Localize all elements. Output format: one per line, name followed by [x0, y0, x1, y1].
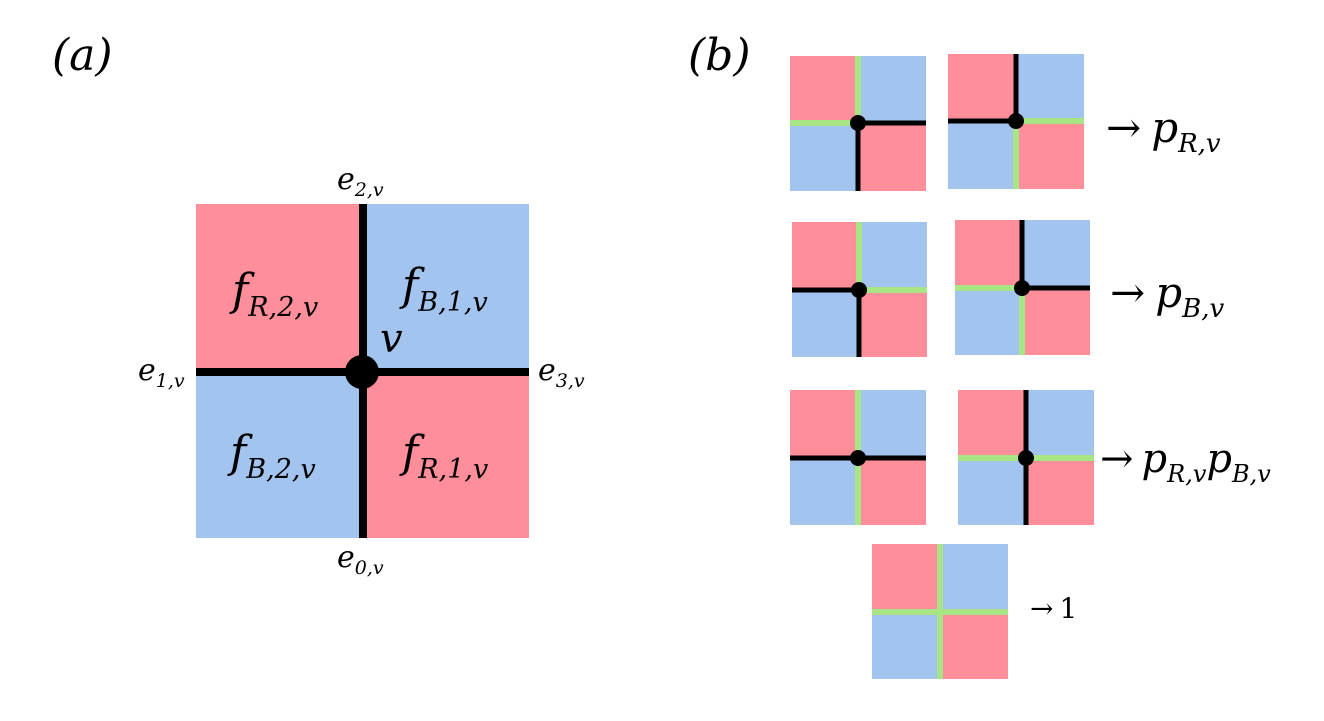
config-tile — [958, 390, 1094, 525]
result-row-3: →pR,vpB,v — [1100, 436, 1271, 488]
vertex-v — [345, 355, 379, 389]
panel-a: (a) v fR,2,v fB,1,v fB,2,v fR,1,v e2,v e — [52, 30, 585, 579]
vertex-label: v — [380, 316, 403, 362]
edge-label-e2: e2,v — [337, 162, 384, 201]
config-tile — [792, 222, 927, 357]
face-label-bottom-right: fR,1,v — [399, 427, 488, 485]
config-tile — [790, 56, 926, 191]
config-tile — [955, 220, 1090, 355]
result-row-1: →pR,v — [1106, 103, 1221, 159]
panel-b-label: (b) — [688, 30, 751, 81]
panel-a-label: (a) — [52, 30, 113, 81]
config-tile — [872, 544, 1008, 679]
face-top-left — [196, 204, 363, 372]
result-row-4: →1 — [1030, 592, 1077, 625]
face-bottom-left — [196, 372, 363, 538]
config-tile — [790, 390, 926, 525]
panel-b: (b) →pR,v — [688, 30, 1271, 679]
edge-label-e0: e0,v — [337, 540, 384, 579]
face-label-top-right: fB,1,v — [399, 260, 488, 318]
edge-label-e1: e1,v — [138, 353, 185, 392]
face-bottom-right — [363, 372, 529, 538]
config-tile — [948, 54, 1084, 189]
result-row-2: →pB,v — [1110, 268, 1224, 324]
face-label-bottom-left: fB,2,v — [227, 427, 316, 485]
edge-label-e3: e3,v — [538, 353, 585, 392]
face-top-right — [363, 204, 529, 372]
